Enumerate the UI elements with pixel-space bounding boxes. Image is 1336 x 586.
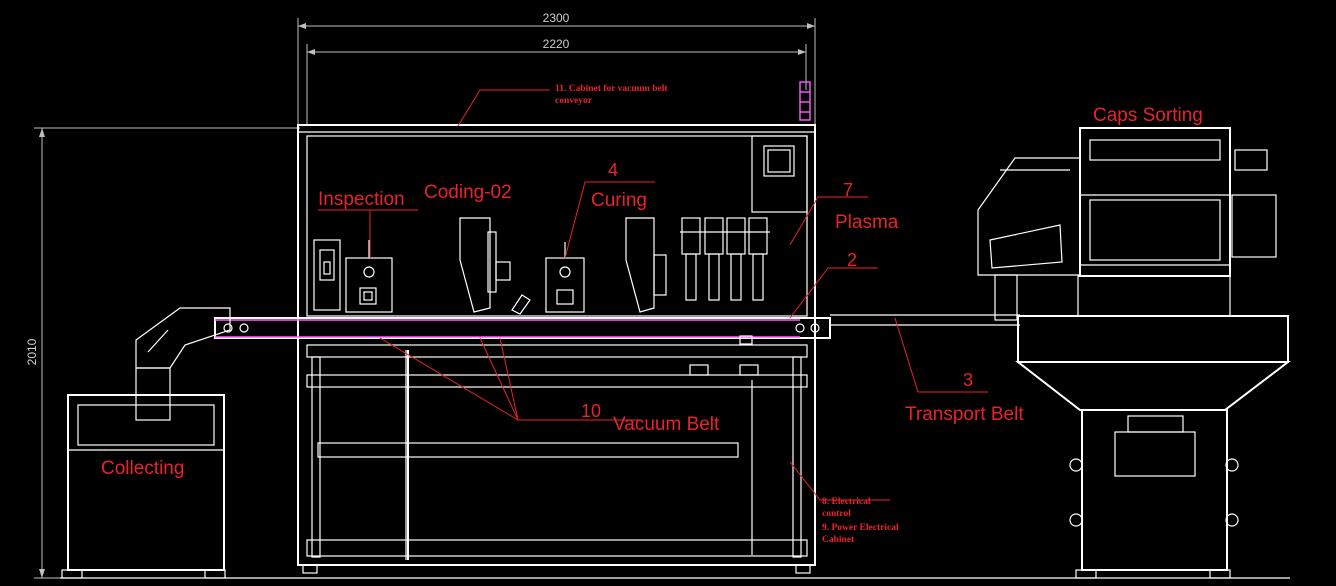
height-dimension: 2010 [25,338,39,365]
cabinet-note-line1: 11. Cabinet for vacuum belt [555,84,668,94]
plasma-label: Plasma [835,212,899,233]
vacuum-belt-number: 10 [581,401,601,421]
collecting-unit [60,307,1290,579]
curing-number: 4 [608,160,618,180]
transport-number: 3 [963,370,973,390]
plasma-number: 7 [843,180,853,200]
inspection-station [313,239,393,313]
collecting-label: Collecting [101,458,184,479]
cabinet-note-line2: conveyor [555,96,593,106]
electrical-note-line1: 8. Electrical [822,497,871,507]
overall-width-dimension: 2300 [543,11,570,25]
transport-belt-label: Transport Belt [905,404,1024,425]
coding-label: Coding-02 [424,182,512,203]
caps-sorting-label: Caps Sorting [1093,105,1203,126]
electrical-note-line2: control [822,509,851,519]
transport-belt [830,274,1020,326]
inner-width-dimension: 2220 [543,37,570,51]
vacuum-belt-label: Vacuum Belt [613,414,720,435]
dimension-lines [34,18,816,579]
inspection-label: Inspection [318,189,405,210]
power-note-line2: Cabinet [822,535,855,545]
main-cabinet [297,81,816,574]
curing-station [545,217,667,313]
coding-station [459,217,531,315]
plasma-station [680,217,770,301]
caps-sorting-machine [977,127,1291,579]
power-note-line1: 9. Power Electrical [822,523,899,533]
vacuum-belt-conveyor [214,317,831,345]
annotation-leaders [318,89,988,501]
item-2-number: 2 [847,250,857,270]
curing-label: Curing [591,190,647,211]
